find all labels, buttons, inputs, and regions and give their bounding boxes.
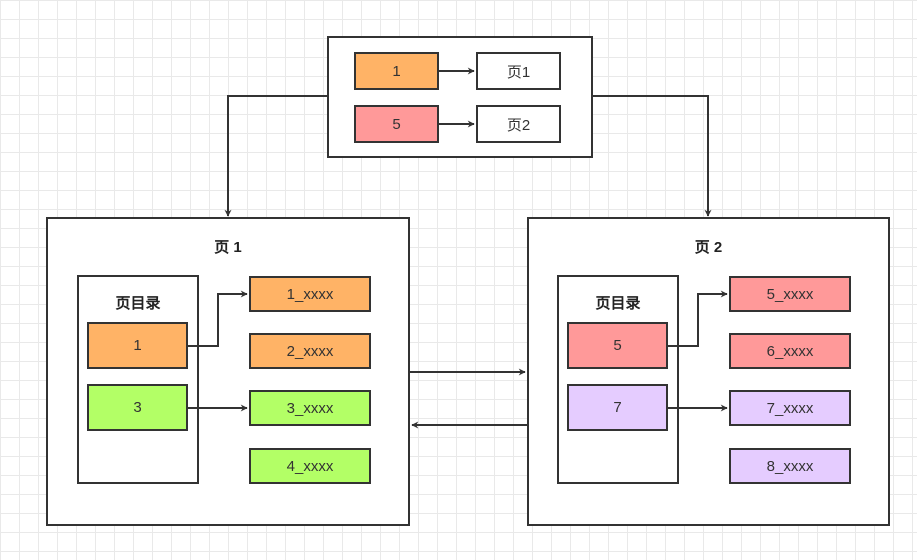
index-key-1: 1 [354,52,439,90]
page-2-record-8: 8_xxxx [729,448,851,484]
page-1-title: 页 1 [214,239,242,256]
index-key-5: 5 [354,105,439,143]
page-1-slot-3: 3 [87,384,188,431]
index-page-2: 页2 [476,105,561,143]
page-2-record-7: 7_xxxx [729,390,851,426]
page-2-directory-title: 页目录 [595,295,641,312]
page-2-directory [557,275,679,484]
page-1-record-2: 2_xxxx [249,333,371,369]
index-page-1: 页1 [476,52,561,90]
page-2-record-5: 5_xxxx [729,276,851,312]
page-1-directory [77,275,199,484]
arrow-index-to-page-2 [593,95,712,217]
page-2-record-6: 6_xxxx [729,333,851,369]
arrow-index-to-page-1 [224,95,327,217]
page-2-slot-7: 7 [567,384,668,431]
page-1-record-1: 1_xxxx [249,276,371,312]
page-1-directory-title: 页目录 [115,295,161,312]
page-1-record-3: 3_xxxx [249,390,371,426]
page-2-slot-5: 5 [567,322,668,369]
page-1-record-4: 4_xxxx [249,448,371,484]
page-2-title: 页 2 [694,239,723,256]
page-1-slot-1: 1 [87,322,188,369]
